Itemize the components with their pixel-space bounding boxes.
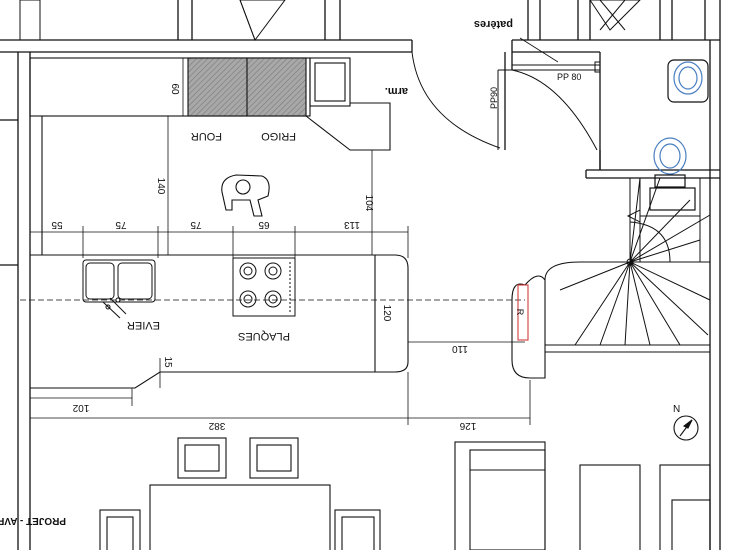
label-four: FOUR (191, 130, 222, 142)
label-r: R (515, 309, 525, 316)
label-evier: EVIER (127, 319, 160, 331)
dim-75a: 75 (115, 219, 127, 230)
toilets (649, 59, 709, 211)
furniture (99, 437, 711, 550)
radiator (517, 284, 529, 341)
dimension-values: 60 140 104 55 75 75 65 113 120 110 15 10… (51, 83, 476, 431)
person-symbol (221, 174, 270, 217)
label-project: PROJET - AVP (0, 515, 66, 526)
label-north: N (673, 404, 680, 415)
cooktop (232, 257, 296, 317)
mirrored-labels: FRIGO FOUR EVIER PLAQUES arm. patères PR… (0, 18, 513, 526)
landing (511, 275, 546, 379)
label-plaques: PLAQUES (238, 330, 290, 342)
staircase (544, 177, 711, 360)
pateres-leader (519, 37, 559, 63)
dim-60: 60 (169, 83, 180, 95)
label-arm: arm. (385, 85, 408, 97)
dim-102: 102 (72, 402, 89, 413)
dim-75b: 75 (190, 219, 202, 230)
label-pp80: PP 80 (557, 72, 581, 82)
dim-55: 55 (51, 219, 63, 230)
dim-110: 110 (452, 343, 468, 354)
dim-382: 382 (208, 420, 225, 431)
kitchen-units (29, 57, 391, 255)
label-pateres: patères (474, 18, 513, 30)
upper-room-features (19, 0, 641, 42)
dim-15: 15 (162, 356, 173, 368)
north-arrow (673, 415, 699, 441)
dim-65: 65 (258, 219, 270, 230)
label-pp90: PP90 (489, 87, 499, 109)
dim-113: 113 (344, 219, 360, 230)
dimension-lines (29, 58, 531, 425)
label-frigo: FRIGO (261, 130, 296, 142)
sink (82, 259, 156, 319)
plain-labels: PP 80 PP90 N R (489, 72, 680, 415)
entry-door (411, 51, 601, 151)
dim-104: 104 (363, 195, 374, 212)
dim-126: 126 (459, 420, 476, 431)
dim-140: 140 (155, 178, 166, 195)
dim-120: 120 (381, 305, 392, 322)
